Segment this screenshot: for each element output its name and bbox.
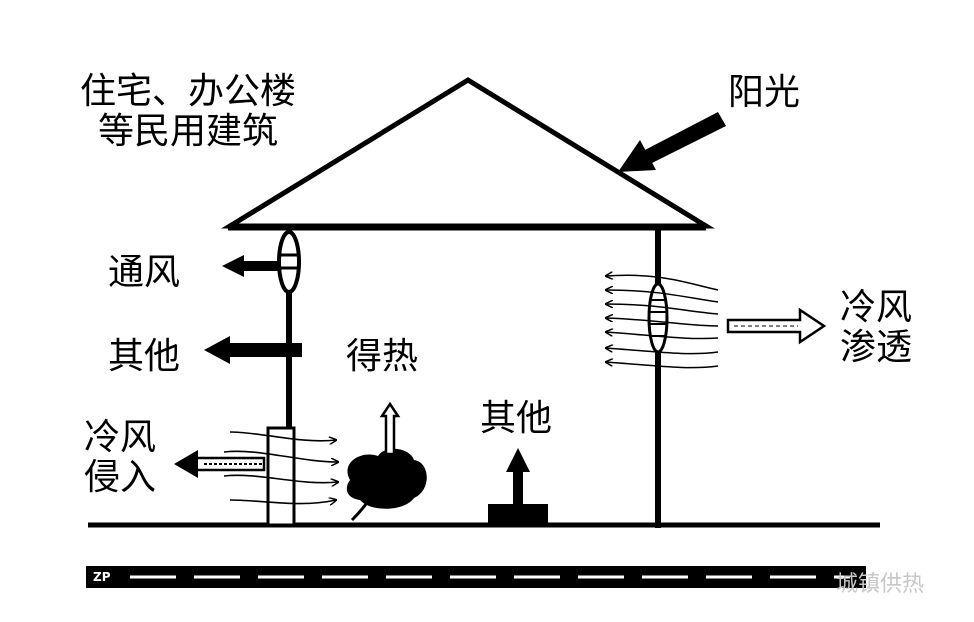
sunlight-arrow: [618, 112, 726, 172]
heat-gain-label: 得热: [346, 336, 419, 377]
building-caption-line2: 等民用建筑: [98, 111, 279, 152]
cold-infiltration-line2: 渗透: [840, 327, 913, 368]
other-gain-label: 其他: [480, 398, 553, 439]
other-gain-arrow: [506, 448, 530, 506]
heat-source: [346, 448, 427, 522]
ventilation-arrow: [222, 255, 280, 277]
cold-intrusion-arrow: [174, 450, 266, 478]
other-loss-label: 其他: [108, 336, 181, 377]
cold-intrusion-line2: 侵入: [84, 457, 157, 498]
watermark-text: 城镇供热: [836, 572, 925, 597]
cold-infiltration-line1: 冷风: [840, 287, 913, 328]
zp-badge: ZP: [90, 569, 114, 585]
other-loss-arrow: [204, 336, 302, 364]
cold-infiltration-label: 冷风 渗透: [840, 288, 912, 368]
cold-intrusion-label: 冷风 侵入: [84, 418, 156, 498]
other-gain-block: [488, 504, 548, 526]
building-caption-line1: 住宅、办公楼: [80, 71, 297, 112]
sunlight-label: 阳光: [728, 72, 801, 113]
door-airflow-lines: [223, 431, 338, 504]
infiltration-flow-lines: [606, 275, 719, 369]
heat-gain-arrow: [379, 401, 401, 456]
building-caption: 住宅、办公楼 等民用建筑: [80, 72, 296, 152]
vent-opening: [277, 230, 301, 294]
ventilation-label: 通风: [108, 252, 181, 293]
cold-outflow-arrow: [726, 307, 827, 345]
cold-intrusion-line1: 冷风: [84, 417, 157, 458]
door-opening: [266, 426, 296, 527]
